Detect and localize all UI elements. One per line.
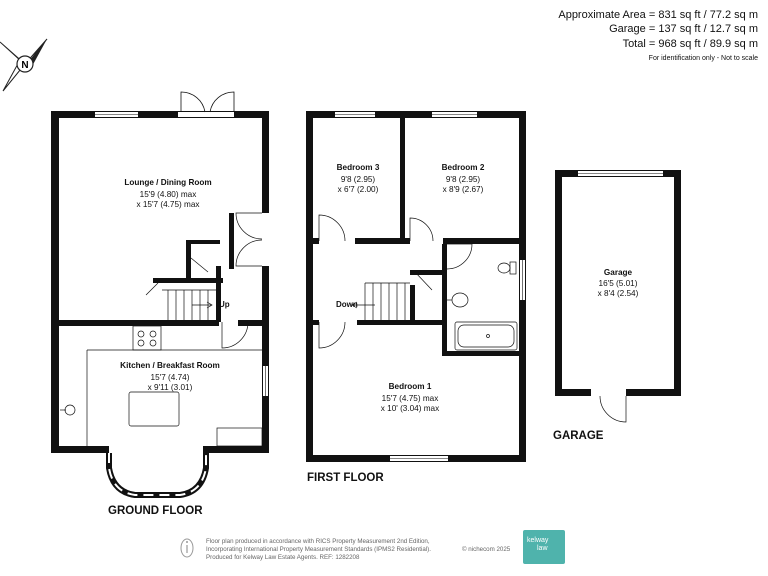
lounge-name: Lounge / Dining Room bbox=[124, 178, 212, 187]
stairs-down-label: Down bbox=[336, 300, 358, 309]
kitchen-dim-2: x 9'11 (3.01) bbox=[147, 383, 193, 392]
ground-floor-label: GROUND FLOOR bbox=[108, 505, 203, 517]
garage-name: Garage bbox=[603, 268, 633, 277]
lounge-dim-1: 15'9 (4.80) max bbox=[139, 190, 197, 199]
stairs-up-label: Up bbox=[219, 300, 230, 309]
bedroom3-dim-1: 9'8 (2.95) bbox=[340, 175, 376, 184]
bedroom1-dim-1: 15'7 (4.75) max bbox=[381, 394, 439, 403]
logo-text: kelway law bbox=[527, 537, 548, 553]
compass-letter: N bbox=[21, 60, 28, 71]
bedroom1-dim-2: x 10' (3.04) max bbox=[380, 404, 440, 413]
copyright-text: © nichecom 2025 bbox=[462, 546, 511, 553]
bedroom1-name: Bedroom 1 bbox=[388, 382, 432, 391]
kelway-law-logo bbox=[523, 530, 565, 564]
compass-north-icon: N bbox=[0, 38, 48, 92]
ground-floor-plan bbox=[51, 91, 269, 498]
total-area-text: Total = 968 sq ft / 89.9 sq m bbox=[622, 38, 758, 50]
approximate-area-text: Approximate Area = 831 sq ft / 77.2 sq m bbox=[558, 9, 758, 21]
bedroom2-dim-1: 9'8 (2.95) bbox=[445, 175, 481, 184]
garage-dim-2: x 8'4 (2.54) bbox=[597, 289, 639, 298]
info-icon bbox=[180, 538, 194, 558]
garage-plan bbox=[555, 170, 681, 423]
garage-area-text: Garage = 137 sq ft / 12.7 sq m bbox=[609, 23, 758, 35]
first-floor-label: FIRST FLOOR bbox=[307, 472, 384, 484]
logo-line-1: kelway bbox=[527, 537, 549, 544]
bedroom3-name: Bedroom 3 bbox=[336, 163, 380, 172]
kitchen-name: Kitchen / Breakfast Room bbox=[120, 361, 220, 370]
kitchen-dim-1: 15'7 (4.74) bbox=[150, 373, 190, 382]
lounge-dim-2: x 15'7 (4.75) max bbox=[136, 200, 200, 209]
bedroom2-name: Bedroom 2 bbox=[441, 163, 485, 172]
identification-note: For identification only - Not to scale bbox=[648, 55, 758, 62]
garage-dim-1: 16'5 (5.01) bbox=[598, 279, 638, 288]
bedroom2-dim-2: x 8'9 (2.67) bbox=[442, 185, 484, 194]
first-floor-plan bbox=[306, 111, 526, 462]
footer-line-3: Produced for Kelway Law Estate Agents. R… bbox=[206, 554, 360, 561]
logo-line-2: law bbox=[537, 545, 548, 552]
garage-label: GARAGE bbox=[553, 430, 604, 442]
footer-line-1: Floor plan produced in accordance with R… bbox=[206, 538, 430, 545]
footer-line-2: Incorporating International Property Mea… bbox=[206, 546, 431, 553]
bedroom3-dim-2: x 6'7 (2.00) bbox=[337, 185, 379, 194]
